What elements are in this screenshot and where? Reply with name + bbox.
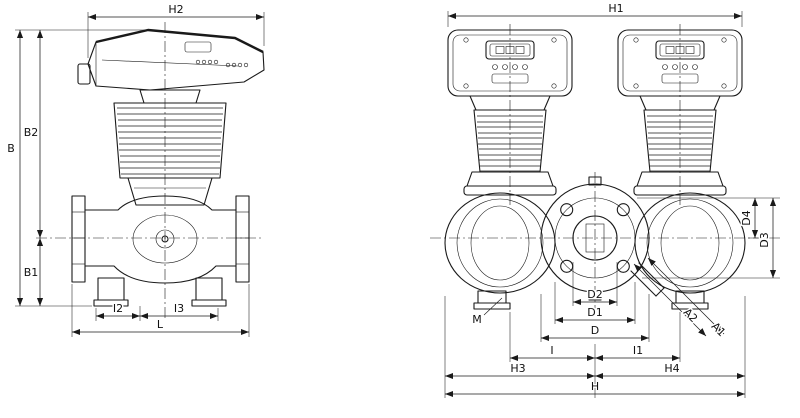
dim-label-d4: D4	[740, 210, 753, 225]
front-dimensions: H1 D4 D3 D2 D1 D A2 A1	[444, 1, 780, 398]
flange-outer-circle	[540, 183, 650, 293]
motor-neck	[139, 89, 201, 104]
dim-label-h4: H4	[664, 362, 679, 375]
front-view: H1 D4 D3 D2 D1 D A2 A1	[430, 1, 780, 398]
side-view: H2 B B2 B1 I2 I3 L	[6, 2, 265, 337]
dim-label-m: M	[472, 313, 482, 326]
side-dimensions: H2 B B2 B1 I2 I3 L	[6, 2, 265, 337]
dim-label-h2: H2	[168, 3, 183, 16]
side-motor-head	[77, 28, 265, 91]
display-window	[184, 41, 212, 53]
dim-label-b: B	[7, 142, 15, 155]
bolt-hole	[616, 203, 630, 217]
discharge-flange-side	[235, 195, 250, 283]
dim-label-l: L	[157, 318, 164, 331]
dim-label-b2: B2	[24, 126, 39, 139]
bolt-hole	[560, 259, 574, 273]
dim-label-h1: H1	[608, 2, 623, 15]
left-volute	[444, 192, 556, 310]
terminal-dots	[195, 59, 249, 68]
side-volute	[71, 195, 250, 284]
right-motor-unit	[617, 29, 743, 196]
bolt-hole	[616, 259, 630, 273]
flange-bore	[572, 215, 618, 261]
dim-label-d3: D3	[758, 232, 771, 247]
cable-gland	[77, 63, 91, 85]
dim-label-i3: I3	[174, 302, 184, 315]
bolt-hole	[560, 203, 574, 217]
drain-port	[630, 262, 665, 297]
lantern	[127, 177, 213, 206]
bolt-circle	[554, 197, 636, 279]
dim-label-b1: B1	[24, 266, 39, 279]
dim-label-a1: A1	[709, 320, 728, 339]
suction-flange	[71, 195, 86, 283]
dim-label-h: H	[591, 380, 599, 393]
dim-label-i: I	[550, 344, 553, 357]
side-feet	[93, 277, 227, 307]
m-leader-line	[483, 297, 503, 316]
dim-label-d1: D1	[587, 306, 602, 319]
side-fin-stack	[113, 102, 227, 179]
discharge-flange	[540, 176, 650, 301]
shaft-center	[161, 235, 169, 243]
left-motor-unit	[447, 29, 573, 196]
dim-label-d2: D2	[587, 288, 602, 301]
dim-label-h3: H3	[510, 362, 525, 375]
dim-label-i2: I2	[113, 302, 123, 315]
dim-label-i1: I1	[633, 344, 643, 357]
dim-label-d: D	[591, 324, 599, 337]
fin-lines	[117, 107, 223, 175]
